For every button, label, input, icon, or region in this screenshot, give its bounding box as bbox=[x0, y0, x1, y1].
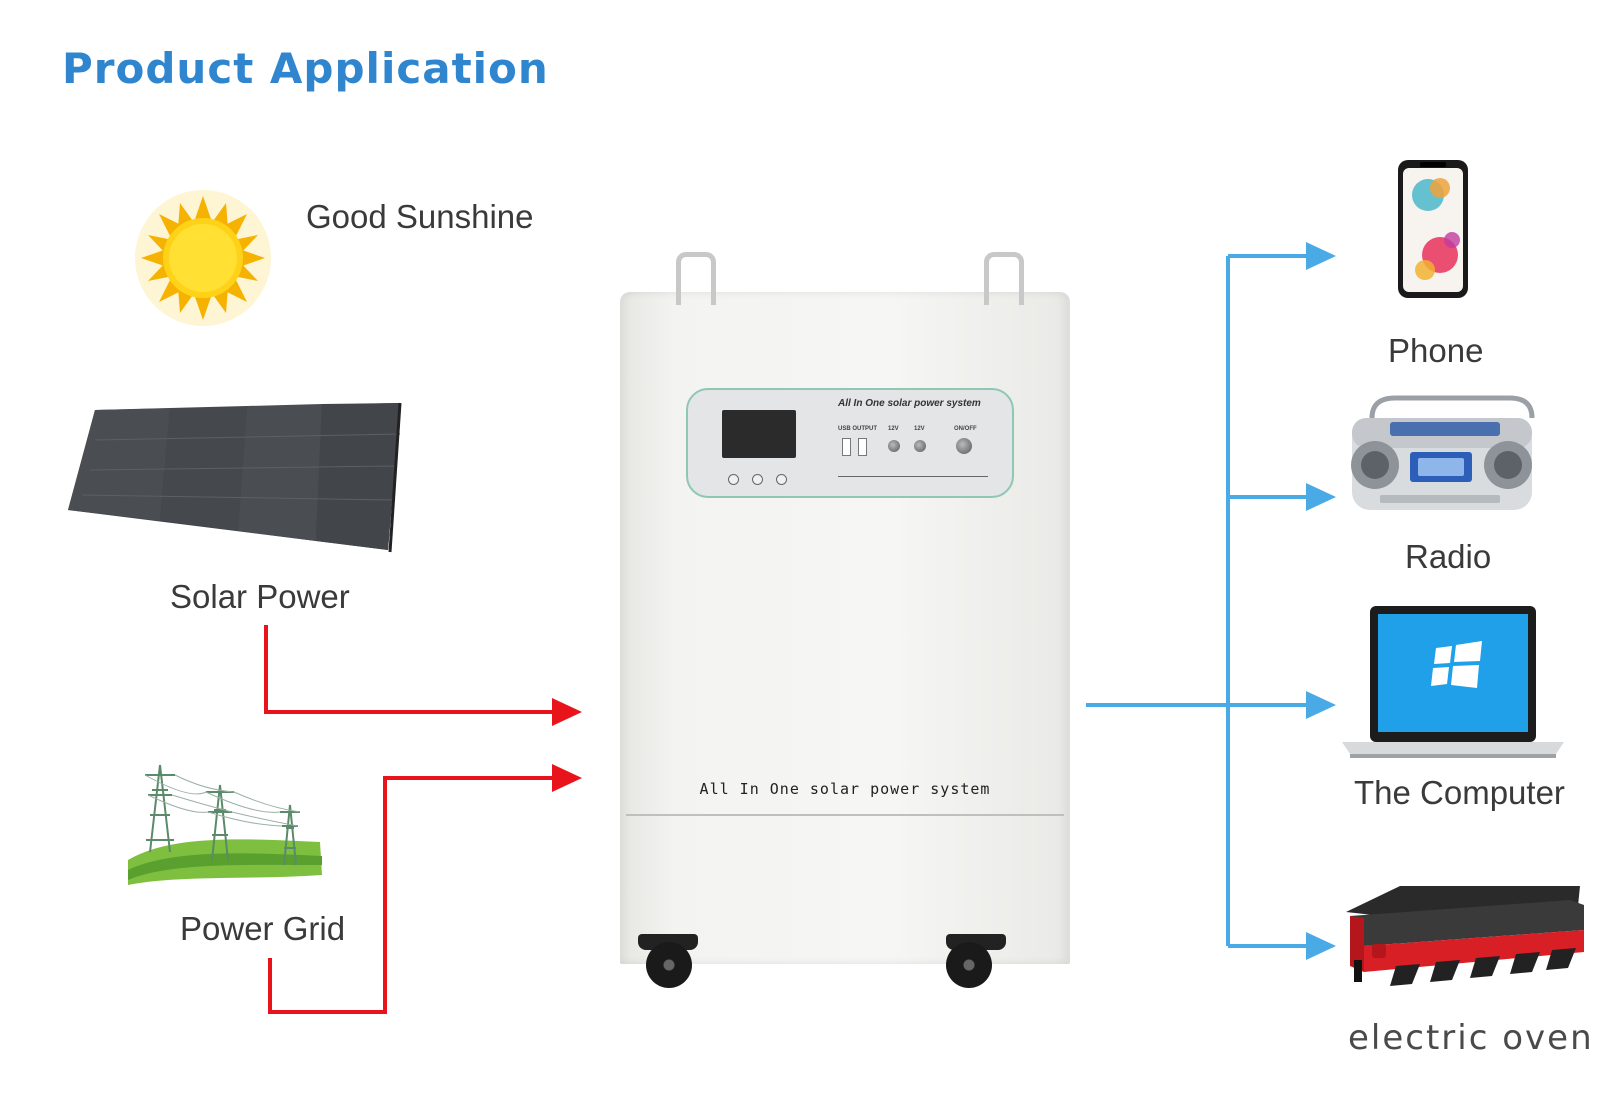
left-handle bbox=[676, 252, 716, 305]
page-title: Product Application bbox=[62, 44, 549, 93]
panel-button-2 bbox=[752, 474, 763, 485]
dc-output-label-2: 12V bbox=[914, 426, 925, 432]
solar-panel-icon bbox=[68, 402, 402, 553]
radio-label: Radio bbox=[1405, 538, 1492, 575]
left-caster-wheel bbox=[646, 942, 692, 988]
power-switch-label: ON/OFF bbox=[954, 426, 977, 432]
panel-button-1 bbox=[728, 474, 739, 485]
control-panel-name: All In One solar power system bbox=[838, 398, 981, 409]
computer-arrowhead bbox=[1306, 691, 1336, 719]
panel-wiring-diagram bbox=[838, 476, 988, 477]
electric-oven-label: electric oven bbox=[1348, 1018, 1594, 1058]
input-arrows bbox=[264, 625, 560, 1014]
dc-port-1 bbox=[888, 440, 900, 452]
oven-arrowhead bbox=[1306, 932, 1336, 960]
control-panel: All In One solar power system USB OUTPUT… bbox=[686, 388, 1014, 498]
cabinet-panel-divider bbox=[626, 814, 1064, 816]
dc-port-2 bbox=[914, 440, 926, 452]
power-grid-icon bbox=[128, 764, 322, 885]
solar-power-label: Solar Power bbox=[170, 578, 350, 615]
usb-output-label: USB OUTPUT bbox=[838, 426, 877, 432]
usb-port-1 bbox=[842, 438, 851, 456]
phone-label: Phone bbox=[1388, 332, 1484, 369]
grid-input-arrowhead bbox=[552, 764, 582, 792]
panel-button-3 bbox=[776, 474, 787, 485]
lcd-display bbox=[722, 410, 796, 458]
electric-oven-icon bbox=[1346, 886, 1584, 986]
sun-icon bbox=[135, 190, 271, 326]
power-switch bbox=[956, 438, 972, 454]
right-caster-wheel bbox=[946, 942, 992, 988]
solar-power-system-unit: All In One solar power system USB OUTPUT… bbox=[620, 252, 1070, 988]
computer-label: The Computer bbox=[1354, 774, 1565, 811]
radio-arrowhead bbox=[1306, 483, 1336, 511]
usb-port-2 bbox=[858, 438, 867, 456]
power-grid-label: Power Grid bbox=[180, 910, 346, 947]
good-sunshine-label: Good Sunshine bbox=[306, 198, 534, 235]
phone-icon bbox=[1398, 160, 1468, 298]
right-handle bbox=[984, 252, 1024, 305]
dc-output-label-1: 12V bbox=[888, 426, 899, 432]
laptop-icon bbox=[1342, 606, 1564, 758]
radio-icon bbox=[1351, 395, 1535, 510]
solar-input-arrowhead bbox=[552, 698, 582, 726]
cabinet-name-text: All In One solar power system bbox=[699, 780, 991, 798]
phone-arrowhead bbox=[1306, 242, 1336, 270]
output-connectors bbox=[1086, 254, 1315, 948]
